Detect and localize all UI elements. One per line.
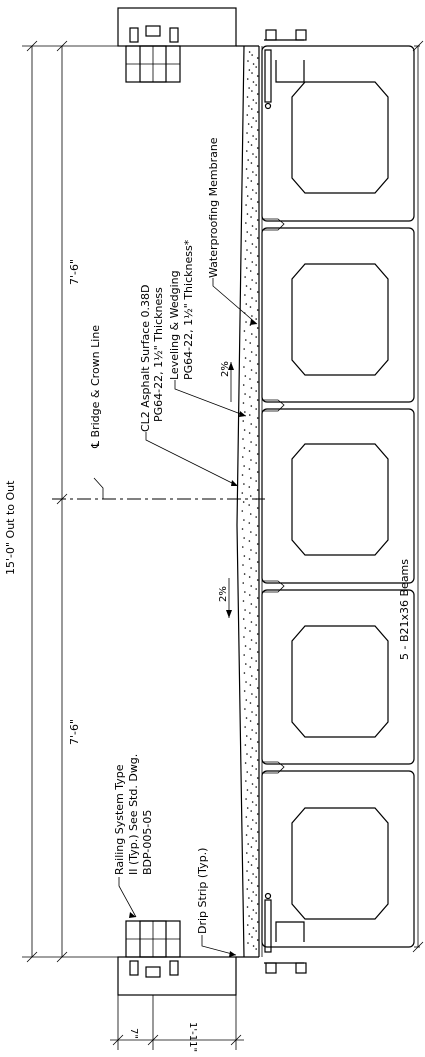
leveling-label-2: PG64-22, 1½" Thickness*	[182, 239, 195, 380]
dimension-1ft-11in: 1'-11"	[187, 1022, 198, 1052]
asphalt-label-2: PG64-22, 1½" Thickness	[152, 287, 165, 422]
box-beams	[261, 45, 415, 948]
box-beam-2	[261, 227, 415, 403]
callout-leveling: Leveling & Wedging PG64-22, 1½" Thicknes…	[168, 239, 247, 417]
dimension-halves: 7'-6" 7'-6"	[56, 40, 81, 963]
dimension-half-bottom: 7'-6"	[68, 719, 81, 745]
beam-5-void	[291, 807, 389, 920]
beam-2-void	[291, 263, 389, 376]
dimension-half-top: 7'-6"	[68, 259, 81, 285]
dimension-7in: 7"	[128, 1028, 139, 1039]
tie-rod-top	[264, 29, 307, 110]
slope-marks: 2% 2%	[218, 361, 234, 618]
callout-membrane: Waterproofing Membrane	[207, 137, 258, 325]
slope-top-label: 2%	[220, 361, 231, 377]
deck-surface	[236, 45, 263, 958]
railing-label-3: BDP-005-05	[141, 810, 154, 875]
beam-1-void	[291, 81, 389, 194]
drip-label: Drip Strip (Typ.)	[196, 848, 209, 934]
centerline: ℄ Bridge & Crown Line	[52, 325, 265, 500]
dimension-beams-label: 5 - B21x36 Beams	[398, 559, 411, 660]
dimension-overall-label: 15'-0" Out to Out	[4, 480, 17, 575]
centerline-label: ℄ Bridge & Crown Line	[89, 325, 102, 449]
beam-4-void	[291, 625, 389, 738]
callout-asphalt: CL2 Asphalt Surface 0.38D PG64-22, 1½" T…	[139, 285, 239, 487]
railing-base-plate-top	[117, 7, 237, 47]
railing-base-plate-bottom	[117, 956, 237, 996]
callout-railing: Railing System Type II (Typ.) See Std. D…	[113, 754, 154, 918]
box-beam-1	[261, 45, 415, 222]
box-beam-4	[261, 589, 415, 765]
membrane-label: Waterproofing Membrane	[207, 137, 220, 278]
beam-3-void	[291, 443, 389, 556]
asphalt-label-1: CL2 Asphalt Surface 0.38D	[139, 285, 152, 433]
box-beam-5	[261, 770, 415, 948]
callout-drip: Drip Strip (Typ.)	[196, 848, 237, 957]
dimension-bottom-offsets: 7" 1'-11"	[110, 995, 244, 1052]
leveling-label-1: Leveling & Wedging	[168, 270, 181, 380]
dimension-overall: 15'-0" Out to Out	[4, 40, 118, 963]
railing-post-bottom	[117, 920, 237, 996]
dimension-beams: 5 - B21x36 Beams	[398, 40, 424, 953]
railing-post-top	[117, 7, 237, 83]
asphalt-top-line	[236, 45, 245, 958]
railing-label-1: Railing System Type	[113, 764, 126, 875]
box-beam-3	[261, 408, 415, 584]
asphalt-stipple	[241, 51, 259, 950]
railing-label-2: II (Typ.) See Std. Dwg.	[127, 754, 140, 875]
slope-bottom-label: 2%	[218, 586, 229, 602]
tie-rod-bottom	[264, 892, 307, 974]
